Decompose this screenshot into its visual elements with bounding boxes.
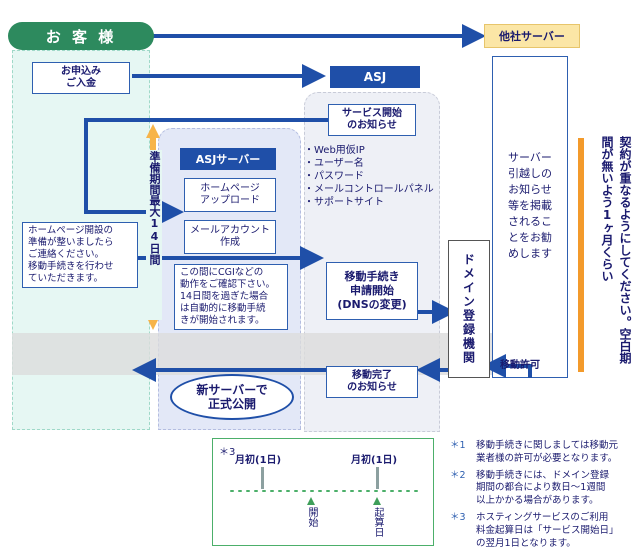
info-item: ・パスワード bbox=[304, 171, 364, 182]
complete-label: 移動完了 のお知らせ bbox=[347, 369, 397, 394]
footnote-1: ＊1 移動手続きに関しましては移動元 業者様の許可が必要となります。 bbox=[450, 440, 638, 466]
footnote-2: ＊2 移動手続きには、ドメイン登録 期間の都合により数日～1週間 以上かかる場合… bbox=[450, 470, 638, 508]
new-server-label: 新サーバーで 正式公開 bbox=[196, 382, 268, 411]
apply-label: お申込み ご入金 bbox=[61, 65, 101, 90]
prep-period-label: 準備期間最大14日間 bbox=[146, 150, 162, 320]
footnote-text: 移動手続きには、ドメイン登録 期間の都合により数日～1週間 以上かかる場合があり… bbox=[476, 469, 610, 507]
complete-box: 移動完了 のお知らせ bbox=[326, 366, 418, 398]
footnote-mark: ＊3 bbox=[450, 512, 466, 524]
info-list: ・Web用仮IP ・ユーザー名 ・パスワード ・メールコントロールパネル ・サポ… bbox=[304, 144, 454, 209]
other-server-header-label: 他社サーバー bbox=[499, 30, 565, 43]
asj-header: ASJ bbox=[330, 66, 420, 88]
cgi-note-text: この間にCGIなどの 動作をご確認下さい。 14日間を過ぎた場合 は自動的に移動… bbox=[180, 267, 276, 326]
apply-box: お申込み ご入金 bbox=[32, 62, 130, 94]
warning-note: 契約が重なるようにしてください。空白期間が無いよう1ヶ月くらい bbox=[588, 136, 634, 372]
asj-header-label: ASJ bbox=[363, 70, 387, 84]
footnote-3: ＊3 ホスティングサービスのご利用 料金起算日は「サービス開始日」 の翌月1日と… bbox=[450, 512, 638, 550]
footnote-mark: ＊2 bbox=[450, 469, 466, 481]
other-server-notice: サーバー 引越しの お知らせ 等を掲載 されるこ とをお勧 めします bbox=[496, 134, 564, 262]
timeline-box: ＊3 月初(1日) 月初(1日) 開始 起算日 bbox=[212, 438, 434, 546]
upload-box: ホームページ アップロード bbox=[184, 178, 276, 212]
customer-header: お 客 様 bbox=[8, 22, 154, 50]
info-item: ・Web用仮IP bbox=[304, 145, 365, 156]
timeline-start-text: 開始 bbox=[306, 507, 317, 527]
arrow-permit bbox=[482, 354, 532, 378]
footnote-text: 移動手続きに関しましては移動元 業者様の許可が必要となります。 bbox=[476, 440, 619, 464]
footnotes: ＊1 移動手続きに関しましては移動元 業者様の許可が必要となります。 ＊2 移動… bbox=[450, 440, 638, 551]
customer-header-label: お 客 様 bbox=[45, 27, 117, 46]
mail-label: メールアカウント 作成 bbox=[190, 224, 270, 249]
upload-label: ホームページ アップロード bbox=[200, 182, 260, 207]
domain-registry-box: ドメイン登録機関 bbox=[448, 240, 490, 378]
timeline-label-right: 月初(1日) bbox=[351, 455, 398, 466]
transfer-label: 移動手続き 申請開始 (DNSの変更) bbox=[337, 270, 407, 311]
mail-box: メールアカウント 作成 bbox=[184, 220, 276, 254]
service-start-label: サービス開始 のお知らせ bbox=[342, 107, 402, 132]
timeline-note-mark: ＊3 bbox=[219, 447, 236, 458]
asj-server-header: ASJサーバー bbox=[180, 148, 276, 170]
other-server-header: 他社サーバー bbox=[484, 24, 580, 48]
cgi-note-box: この間にCGIなどの 動作をご確認下さい。 14日間を過ぎた場合 は自動的に移動… bbox=[174, 264, 288, 330]
footnote-mark: ＊1 bbox=[450, 440, 466, 451]
prep-period-text: 準備期間最大14日間 bbox=[148, 151, 161, 265]
asj-server-header-label: ASJサーバー bbox=[195, 153, 261, 166]
transfer-permit-text: 移動許可 bbox=[500, 360, 540, 371]
warning-text: 契約が重なるようにしてください。空白期間が無いよう1ヶ月くらい bbox=[600, 136, 632, 364]
timeline-graphic bbox=[230, 467, 418, 505]
new-server-badge: 新サーバーで 正式公開 bbox=[170, 374, 294, 420]
customer-notice-box: ホームページ開設の 準備が整いましたら ご連絡ください。 移動手続きを行わせ て… bbox=[22, 222, 138, 288]
info-item: ・ユーザー名 bbox=[304, 158, 364, 169]
service-start-box: サービス開始 のお知らせ bbox=[328, 104, 416, 136]
info-item: ・サポートサイト bbox=[304, 197, 384, 208]
transfer-permit-label: 移動許可 bbox=[500, 356, 540, 371]
timeline-start-label: 開始 bbox=[304, 507, 319, 527]
other-server-column bbox=[492, 56, 568, 378]
footnote-text: ホスティングサービスのご利用 料金起算日は「サービス開始日」 の翌月1日となりま… bbox=[476, 512, 619, 549]
arrow-service-start bbox=[84, 118, 328, 224]
info-item: ・メールコントロールパネル bbox=[304, 184, 434, 195]
other-server-notice-text: サーバー 引越しの お知らせ 等を掲載 されるこ とをお勧 めします bbox=[508, 151, 552, 260]
domain-label: ドメイン登録機関 bbox=[461, 253, 476, 365]
transfer-box: 移動手続き 申請開始 (DNSの変更) bbox=[326, 262, 418, 320]
timeline-billing-label: 起算日 bbox=[370, 507, 385, 537]
timeline-billing-text: 起算日 bbox=[372, 507, 383, 537]
customer-notice-text: ホームページ開設の 準備が整いましたら ご連絡ください。 移動手続きを行わせ て… bbox=[28, 225, 114, 284]
timeline-label-left: 月初(1日) bbox=[235, 455, 282, 466]
